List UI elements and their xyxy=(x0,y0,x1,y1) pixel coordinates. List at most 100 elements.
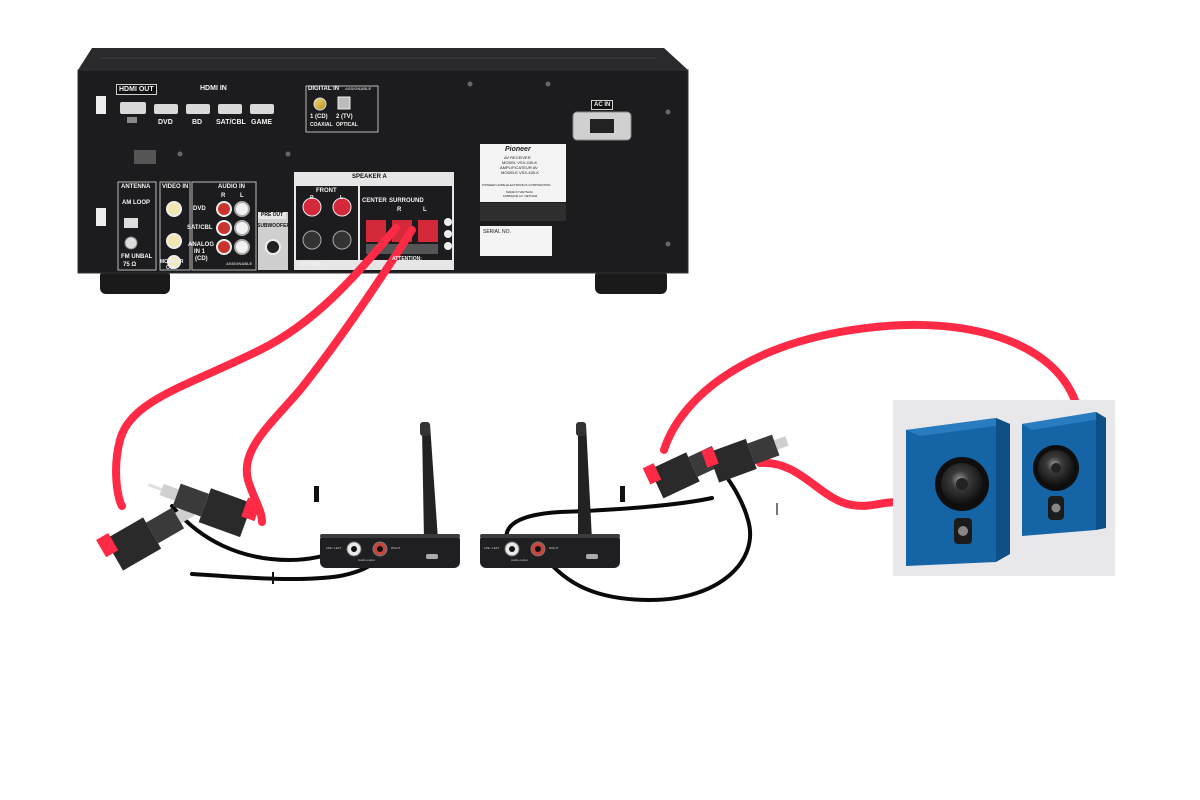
black-wire-3 xyxy=(504,496,714,550)
coaxial-jack xyxy=(313,97,327,111)
hdmi-in-bd xyxy=(186,104,210,114)
hdmi-in-game-label: GAME xyxy=(251,119,272,126)
audio-analog-r xyxy=(216,239,232,255)
hdmi-in-bd-label: BD xyxy=(192,119,203,126)
front-r-red-terminal xyxy=(302,197,322,217)
made-in-2: FABRIQUÉ AU VIETNAM xyxy=(503,194,538,198)
audio-r-label: R xyxy=(221,193,226,199)
subwoofer-label: SUBWOOFER xyxy=(257,223,291,229)
hdmi-in-dvd xyxy=(154,104,178,114)
hdmi-in-game xyxy=(250,104,274,114)
speaker-left xyxy=(906,418,1010,566)
receiver-unit-output-label: Audio output xyxy=(511,558,528,562)
speaker-right xyxy=(1022,412,1106,536)
receiver-foot-left xyxy=(100,270,170,294)
fm-ohm-label: 75 Ω xyxy=(123,262,137,268)
red-wire-1 xyxy=(112,224,400,510)
center-label: CENTER xyxy=(362,198,387,204)
hdmi-in-label: HDMI IN xyxy=(200,85,227,92)
analog-in-label: ANALOG xyxy=(188,242,214,248)
wires xyxy=(112,224,1082,602)
hdmi-in-satcbl xyxy=(218,104,242,114)
corp-label: PIONEER HOME ELECTRONICS CORPORATION xyxy=(482,183,551,187)
remote-sensor xyxy=(134,150,156,164)
black-wire-4 xyxy=(536,453,752,602)
usb-port-1 xyxy=(96,96,106,114)
audio-analog-l xyxy=(234,239,250,255)
rca-adapter-left-a xyxy=(96,501,205,571)
optical-port-label: 2 (TV) xyxy=(336,114,353,120)
speaker-a-label: SPEAKER A xyxy=(352,174,387,180)
pre-out-label: PRE OUT xyxy=(258,212,287,219)
antenna-group xyxy=(117,181,157,271)
monitor-out2-label: OUT xyxy=(166,265,177,271)
bluetooth-transmitter xyxy=(320,422,460,568)
video-in-label: VIDEO IN xyxy=(162,184,189,190)
front-l-label: L xyxy=(340,195,344,201)
ac-in-label: AC IN xyxy=(591,100,614,110)
optical-label: OPTICAL xyxy=(336,122,358,128)
serial-plate xyxy=(480,226,552,256)
hdmi-out-label: HDMI OUT xyxy=(116,84,157,95)
receiver-unit-left-label: LPE / LEFT xyxy=(484,546,500,550)
audio-sat-r xyxy=(216,220,232,236)
audio-in-label: AUDIO IN xyxy=(218,184,245,190)
transmitter-output-label: Audio output xyxy=(358,558,375,562)
optical-jack xyxy=(337,96,351,110)
surround-l-label: L xyxy=(423,207,427,213)
digital-in-group xyxy=(305,85,379,133)
plate-line-3: AMPLIFICATEUR AV xyxy=(500,165,538,170)
hdmi-out-port xyxy=(120,102,146,114)
hdmi-in-dvd-label: DVD xyxy=(158,119,173,126)
surround-label: SURROUND xyxy=(389,198,424,204)
surround-r-label: R xyxy=(397,207,402,213)
front-l-red-terminal xyxy=(332,197,352,217)
monitor-out-jack xyxy=(167,255,181,269)
fm-unbal-label: FM UNBAL xyxy=(121,254,153,260)
plate-line-2: MODEL VSX-430-K xyxy=(502,160,538,165)
bluetooth-receiver xyxy=(480,422,620,568)
am-loop-label: AM LOOP xyxy=(122,200,150,206)
brand-label: Pioneer xyxy=(505,146,531,153)
receiver-unit-usb-c xyxy=(586,554,598,559)
video-in-sat-jack xyxy=(166,233,182,249)
audio-dvd-r xyxy=(216,201,232,217)
surround-l-terminal xyxy=(418,220,438,242)
fm-antenna-jack xyxy=(124,236,138,250)
satcbl-label: SAT/CBL xyxy=(187,225,213,231)
front-l-black-terminal xyxy=(332,230,352,250)
rating-plate xyxy=(480,144,566,202)
video-in-dvd-jack xyxy=(166,201,182,217)
plate-line-1: AV RECEIVER xyxy=(504,155,531,160)
coaxial-label: COAXIAL xyxy=(310,122,333,128)
made-in-1: MADE IN VIETNAM xyxy=(506,190,533,194)
analog-cd-label: (CD) xyxy=(195,256,208,262)
speakers xyxy=(893,400,1115,576)
transmitter-right-label: RIGHT xyxy=(391,546,401,550)
plate-line-4: MODELE VSX-430-K xyxy=(501,170,540,175)
receiver-antenna xyxy=(578,424,592,540)
audio-l-label: L xyxy=(240,193,244,199)
serial-no-label: SERIAL NO. xyxy=(483,229,511,235)
video-in-group xyxy=(159,181,191,271)
front-label: FRONT xyxy=(316,188,337,194)
audio-in-group xyxy=(191,181,257,271)
transmitter-antenna xyxy=(422,424,438,540)
analog-in2-label: IN 1 xyxy=(194,249,206,255)
red-wire-4 xyxy=(756,458,902,510)
red-wire-2 xyxy=(242,226,416,526)
subwoofer-jack xyxy=(265,239,281,255)
rca-adapter-right-b xyxy=(701,434,789,483)
hdmi-in-satcbl-label: SAT/CBL xyxy=(216,119,246,126)
monitor-out-label: MONITOR xyxy=(160,259,184,265)
coaxial-port-label: 1 (CD) xyxy=(310,114,328,120)
marker-2 xyxy=(620,486,625,502)
marker-3 xyxy=(272,572,274,584)
receiver-unit-body xyxy=(480,534,620,568)
assignable2-label: ASSIGNABLE xyxy=(226,261,253,266)
transmitter-body xyxy=(320,534,460,568)
digital-in-label: DIGITAL IN xyxy=(308,86,340,92)
front-r-label: R xyxy=(310,195,314,201)
receiver-top xyxy=(78,48,688,70)
